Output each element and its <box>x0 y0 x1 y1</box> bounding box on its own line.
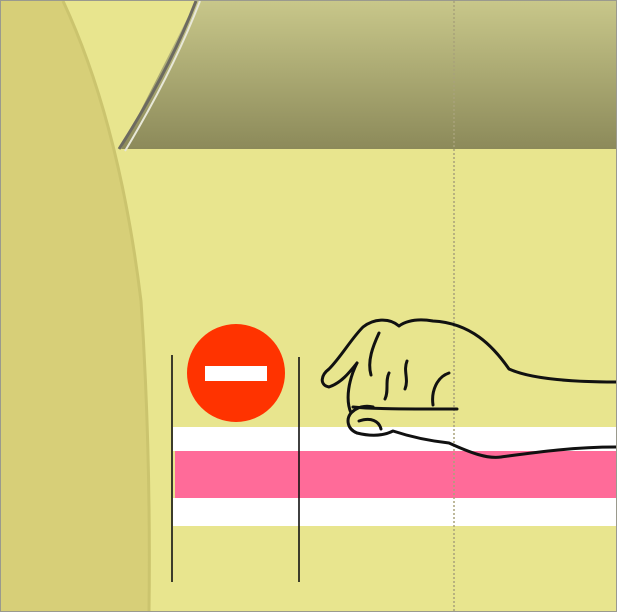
left-curved-panel <box>1 1 150 611</box>
track-white-bottom <box>173 498 616 526</box>
track-pink-band[interactable] <box>175 451 616 498</box>
top-gradient-band <box>121 1 616 149</box>
curved-edge <box>117 1 198 150</box>
grab-hand-icon <box>320 318 616 459</box>
minus-circle-icon[interactable] <box>187 324 285 422</box>
left-panel-edge <box>61 1 151 611</box>
curved-edge-highlight <box>124 1 201 152</box>
